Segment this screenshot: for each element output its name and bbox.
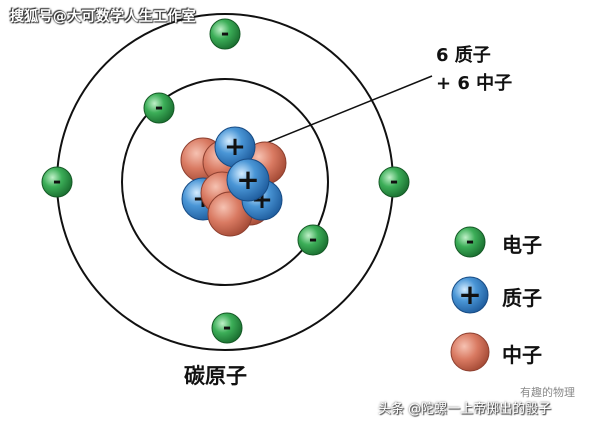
svg-text:-: - [53,169,61,193]
electron-inner-lower-right: - [297,224,329,256]
legend-electron-icon: - [454,226,486,258]
svg-text:-: - [223,315,231,339]
callout-protons: 6 质子 [436,45,491,66]
svg-text:+: + [458,278,481,311]
watermark-top: 搜狐号@大可数学人生工作室 [10,9,196,25]
nucleus-callout: 6 质子 + 6 中子 [436,42,512,98]
callout-line [253,75,433,149]
legend-proton-label: 质子 [502,286,542,310]
callout-neutrons: + 6 中子 [436,73,513,94]
svg-text:+: + [224,132,246,162]
diagram-title: 碳原子 [184,364,247,388]
svg-text:+: + [236,163,259,196]
electron-outer-top: - [209,18,241,50]
svg-text:-: - [155,95,163,119]
nucleus: + + + + [180,126,287,237]
watermark-bottom-secondary: 有趣的物理 [520,386,575,399]
svg-text:-: - [221,21,229,45]
legend-proton-icon: + [451,276,489,314]
proton: + [214,126,256,168]
legend-neutron-icon [450,332,490,372]
inner-orbit [121,78,329,286]
electron-outer-bottom: - [211,312,243,344]
electron-outer-right: - [378,166,410,198]
svg-text:-: - [390,169,398,193]
legend-electron-label: 电子 [502,233,542,257]
proton: + [226,158,270,202]
electron-outer-left: - [41,166,73,198]
watermark-bottom: 头条 @陀螺一上帝掷出的骰子 [378,402,552,417]
svg-text:-: - [309,227,317,251]
electron-inner-upper-left: - [143,92,175,124]
svg-text:-: - [466,229,474,253]
legend-neutron-label: 中子 [502,343,542,367]
